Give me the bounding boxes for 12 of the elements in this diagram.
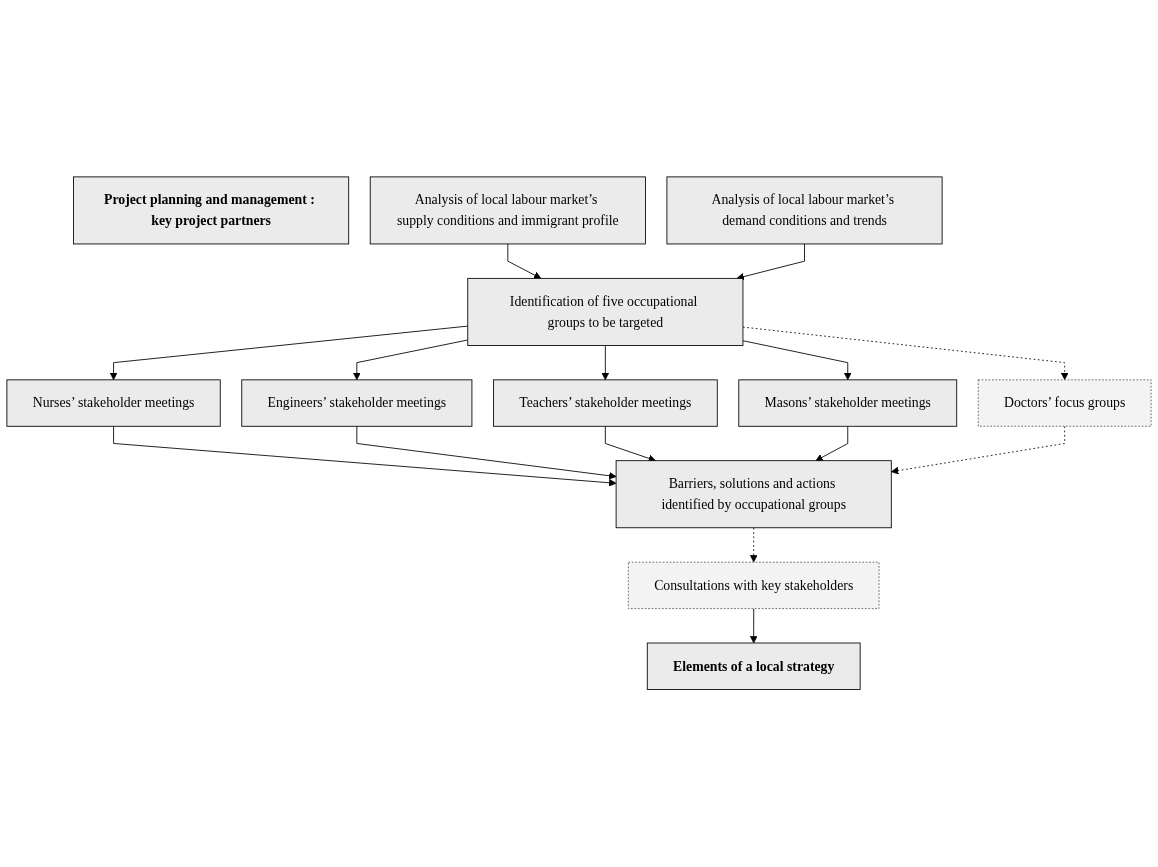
node-box: Nurses’ stakeholder meetings [6, 379, 221, 428]
node-box: Analysis of local labour market’s demand conditions and trends [666, 176, 943, 245]
node-box: Analysis of local labour market’s supply conditions and immigrant profile [369, 176, 646, 245]
node-box: Doctors’ focus groups [977, 379, 1152, 428]
node-box: Barriers, solutions and actions identified by occupational groups [615, 460, 892, 529]
node-box: Consultations with key stakeholders [627, 562, 880, 610]
node-box: Elements of a local strategy [646, 642, 861, 691]
node-box: Engineers’ stakeholder meetings [241, 379, 473, 428]
node-box: Masons’ stakeholder meetings [738, 379, 958, 428]
node-box: Teachers’ stakeholder meetings [493, 379, 718, 428]
node-box: Project planning and management : key project partners [73, 176, 350, 245]
node-box: Identification of five occupational groups to be targeted [467, 278, 744, 347]
